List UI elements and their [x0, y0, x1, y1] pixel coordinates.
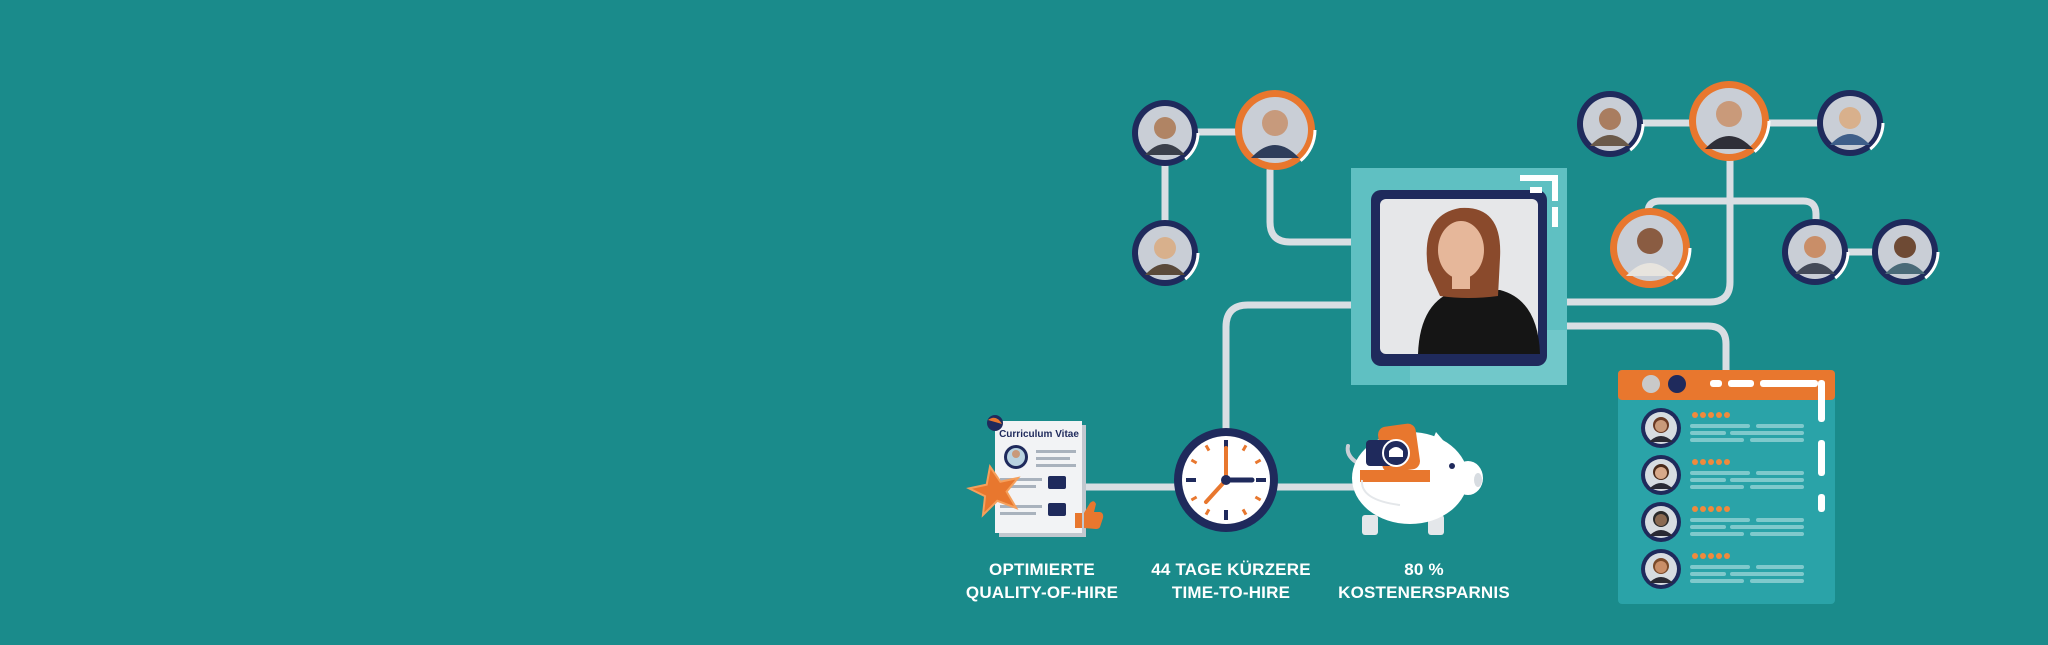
text-placeholder-bar	[1690, 532, 1744, 536]
star-icon	[966, 463, 1021, 518]
text-placeholder-bar	[1690, 565, 1750, 569]
stat-quality-of-hire: OPTIMIERTE QUALITY-OF-HIRE	[912, 558, 1172, 604]
avatar	[1608, 206, 1692, 290]
text-placeholder-bar	[1690, 579, 1744, 583]
text-placeholder-bar	[1690, 478, 1726, 482]
list-item	[1641, 502, 1804, 542]
thumbs-up-icon	[1075, 501, 1104, 529]
clock-icon	[1174, 428, 1278, 532]
clock-tick	[1241, 444, 1248, 452]
cv-title: Curriculum Vitae	[999, 429, 1079, 440]
rating-star	[1708, 459, 1714, 465]
featured-candidate-photo	[1418, 207, 1540, 354]
text-placeholder-bar	[1756, 565, 1804, 569]
clock-tick	[1204, 508, 1211, 516]
stat-time-to-hire: 44 TAGE KÜRZERE TIME-TO-HIRE	[1101, 558, 1361, 604]
stat-line-2: QUALITY-OF-HIRE	[965, 583, 1119, 602]
avatar	[1870, 217, 1940, 287]
avatar-network-right	[1575, 79, 1940, 290]
avatar	[1130, 218, 1200, 288]
stat-line-1: OPTIMIERTE	[989, 560, 1095, 579]
rating-star	[1716, 459, 1722, 465]
avatar	[1815, 88, 1885, 158]
avatar	[1641, 549, 1681, 589]
text-placeholder-bar	[1730, 431, 1804, 435]
rating-star	[1692, 553, 1698, 559]
rating-star	[1692, 459, 1698, 465]
clock-tick	[1241, 508, 1248, 516]
stat-line-2: TIME-TO-HIRE	[1171, 583, 1291, 602]
text-placeholder-bar	[1690, 438, 1744, 442]
text-placeholder-bar	[1750, 438, 1804, 442]
candidate-ranking-panel	[1618, 370, 1835, 604]
rating-star	[1700, 506, 1706, 512]
stat-cost-savings: 80 % KOSTENERSPARNIS	[1294, 558, 1554, 604]
text-placeholder-bar	[1756, 424, 1804, 428]
rating-star	[1692, 506, 1698, 512]
avatar	[1641, 408, 1681, 448]
avatar	[1641, 455, 1681, 495]
text-placeholder-bar	[1750, 485, 1804, 489]
avatar	[1687, 79, 1771, 163]
avatar	[1780, 217, 1850, 287]
clock-tick	[1190, 458, 1198, 465]
rating-star	[1700, 459, 1706, 465]
clock-tick	[1190, 495, 1198, 502]
rating-star	[1692, 412, 1698, 418]
avatar	[1130, 98, 1200, 168]
text-placeholder-bar	[1690, 485, 1744, 489]
text-placeholder-bar	[1730, 572, 1804, 576]
text-placeholder-bar	[1730, 478, 1804, 482]
text-placeholder-bar	[1756, 518, 1804, 522]
rating-star	[1708, 506, 1714, 512]
text-placeholder-bar	[1750, 532, 1804, 536]
rating-star	[1708, 553, 1714, 559]
avatar	[1641, 502, 1681, 542]
clock-tick	[1254, 495, 1262, 502]
rating-star	[1708, 412, 1714, 418]
list-item	[1641, 455, 1804, 495]
rating-star	[1724, 553, 1730, 559]
featured-candidate-panel	[1351, 168, 1567, 385]
stat-line-2: KOSTENERSPARNIS	[1338, 583, 1510, 602]
text-placeholder-bar	[1750, 579, 1804, 583]
text-placeholder-bar	[1690, 424, 1750, 428]
list-item	[1641, 549, 1804, 589]
stat-line-1: 44 TAGE KÜRZERE	[1151, 560, 1311, 579]
text-placeholder-bar	[1690, 572, 1726, 576]
rating-star	[1716, 412, 1722, 418]
piggy-bank-icon	[1345, 423, 1483, 535]
text-placeholder-bar	[1690, 518, 1750, 522]
text-placeholder-bar	[1690, 525, 1726, 529]
corner-brackets	[1520, 175, 1558, 227]
list-item	[1641, 408, 1804, 448]
rating-star	[1724, 412, 1730, 418]
avatar	[1233, 88, 1317, 172]
avatar	[1575, 89, 1645, 159]
rating-star	[1724, 506, 1730, 512]
cv-document-icon: Curriculum Vitae	[966, 415, 1104, 537]
text-placeholder-bar	[1690, 431, 1726, 435]
rating-star	[1700, 553, 1706, 559]
avatar-network-left	[1130, 88, 1317, 288]
text-placeholder-bar	[1756, 471, 1804, 475]
clock-tick	[1254, 458, 1262, 465]
rating-star	[1724, 459, 1730, 465]
clock-tick	[1204, 444, 1211, 452]
rating-star	[1716, 506, 1722, 512]
rating-star	[1700, 412, 1706, 418]
text-placeholder-bar	[1690, 471, 1750, 475]
rating-star	[1716, 553, 1722, 559]
stat-line-1: 80 %	[1404, 560, 1444, 579]
text-placeholder-bar	[1730, 525, 1804, 529]
